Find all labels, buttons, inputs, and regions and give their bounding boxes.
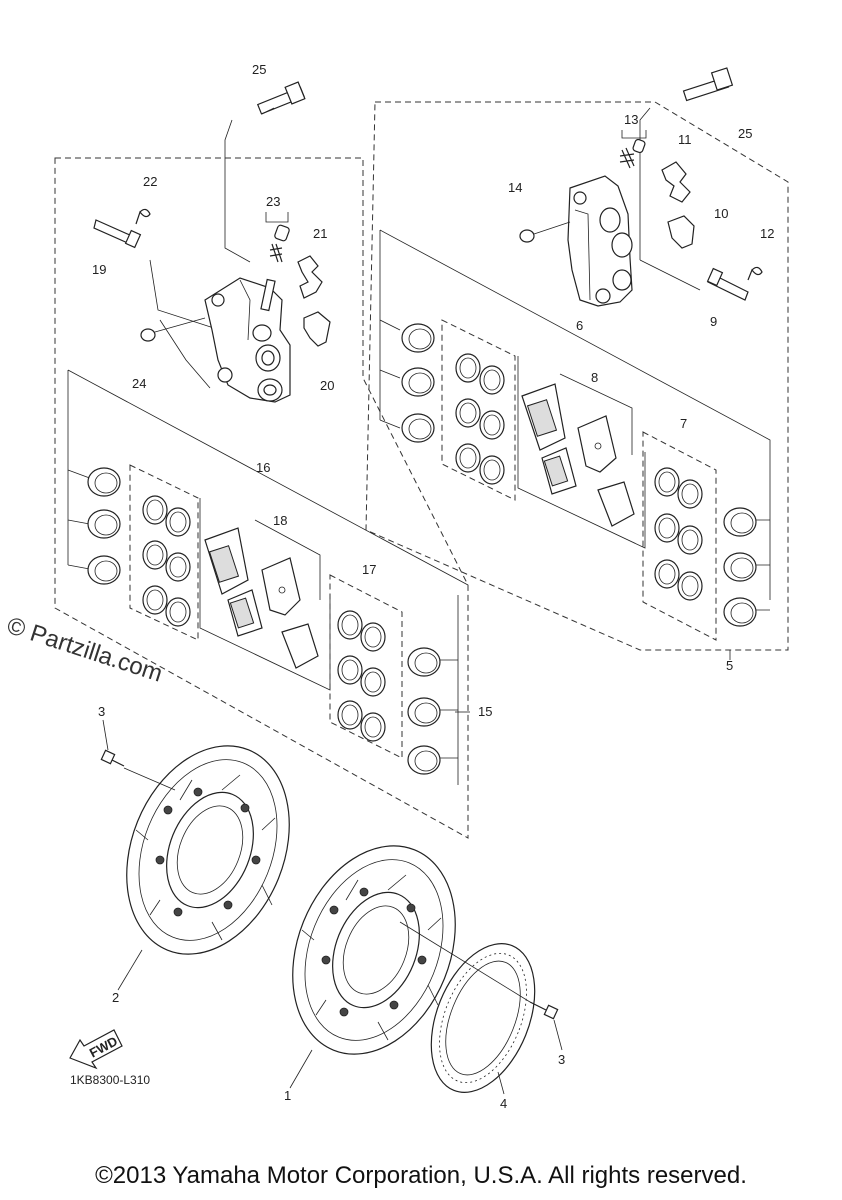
callout-23: 23 (266, 194, 280, 209)
left-pin-clip[interactable] (135, 208, 151, 225)
left-pad-spring[interactable] (297, 255, 323, 299)
right-pistons-b[interactable] (723, 507, 757, 627)
left-brake-pads[interactable] (204, 527, 319, 669)
callout-18: 18 (273, 513, 287, 528)
callout-9: 9 (710, 314, 717, 329)
right-bleed-screw[interactable] (619, 138, 646, 169)
callout-2: 2 (112, 990, 119, 1005)
left-pad-support[interactable] (303, 311, 331, 347)
callout-10: 10 (714, 206, 728, 221)
left-brake-disc[interactable] (97, 721, 319, 978)
callout-3-right: 3 (558, 1052, 565, 1067)
right-mounting-bolt[interactable] (682, 67, 734, 102)
callout-17: 17 (362, 562, 376, 577)
left-bleed-screw[interactable] (269, 224, 290, 263)
right-piston-seals-b[interactable] (654, 467, 703, 601)
right-pin-clip[interactable] (747, 266, 763, 281)
callout-25-right: 25 (738, 126, 752, 141)
callout-20: 20 (320, 378, 334, 393)
callout-6: 6 (576, 318, 583, 333)
callout-4: 4 (500, 1096, 507, 1111)
left-pistons[interactable] (87, 467, 121, 585)
copyright-notice: ©2013 Yamaha Motor Corporation, U.S.A. A… (95, 1162, 747, 1189)
callout-13: 13 (624, 112, 638, 127)
callout-24: 24 (132, 376, 146, 391)
callout-21: 21 (313, 226, 327, 241)
right-caliper-body[interactable] (567, 175, 633, 307)
right-piston-seals[interactable] (455, 353, 505, 485)
callout-8: 8 (591, 370, 598, 385)
callout-16: 16 (256, 460, 270, 475)
callout-12: 12 (760, 226, 774, 241)
right-pad-spring[interactable] (661, 161, 691, 203)
left-mounting-bolt[interactable] (256, 81, 306, 115)
right-brake-pads[interactable] (521, 383, 635, 527)
callout-14: 14 (508, 180, 522, 195)
callout-3-left: 3 (98, 704, 105, 719)
diagram-code: 1KB8300-L310 (70, 1073, 151, 1087)
left-pistons-b[interactable] (407, 647, 441, 775)
left-disc-bolt[interactable] (100, 749, 125, 767)
left-caliper-body[interactable] (204, 277, 291, 403)
right-pistons[interactable] (401, 323, 435, 443)
callout-22: 22 (143, 174, 157, 189)
right-pad-pin[interactable] (706, 267, 749, 301)
right-caliper-seal[interactable] (519, 229, 535, 243)
right-pad-support[interactable] (667, 215, 695, 249)
right-disc-bolt[interactable] (529, 1001, 559, 1020)
left-caliper-assembly (54, 81, 470, 839)
callout-25-left: 25 (252, 62, 266, 77)
left-caliper-seal[interactable] (140, 328, 156, 342)
left-pad-pin[interactable] (93, 219, 142, 249)
left-piston-seals[interactable] (142, 495, 191, 627)
callout-labels: 25 25 22 23 21 19 24 20 16 18 17 15 13 1… (92, 62, 774, 1111)
fwd-arrow-icon: FWD (69, 1029, 123, 1070)
callout-11: 11 (678, 132, 692, 147)
callout-1: 1 (284, 1088, 291, 1103)
left-assembly-boundary (54, 157, 469, 839)
right-brake-disc[interactable] (263, 821, 485, 1078)
abs-sensor-ring[interactable] (411, 928, 555, 1107)
right-caliper-assembly (365, 67, 789, 660)
left-piston-seals-b[interactable] (337, 610, 386, 742)
callout-19: 19 (92, 262, 106, 277)
callout-5: 5 (726, 658, 733, 673)
right-assembly-boundary (365, 101, 789, 651)
callout-7: 7 (680, 416, 687, 431)
callout-15: 15 (478, 704, 492, 719)
